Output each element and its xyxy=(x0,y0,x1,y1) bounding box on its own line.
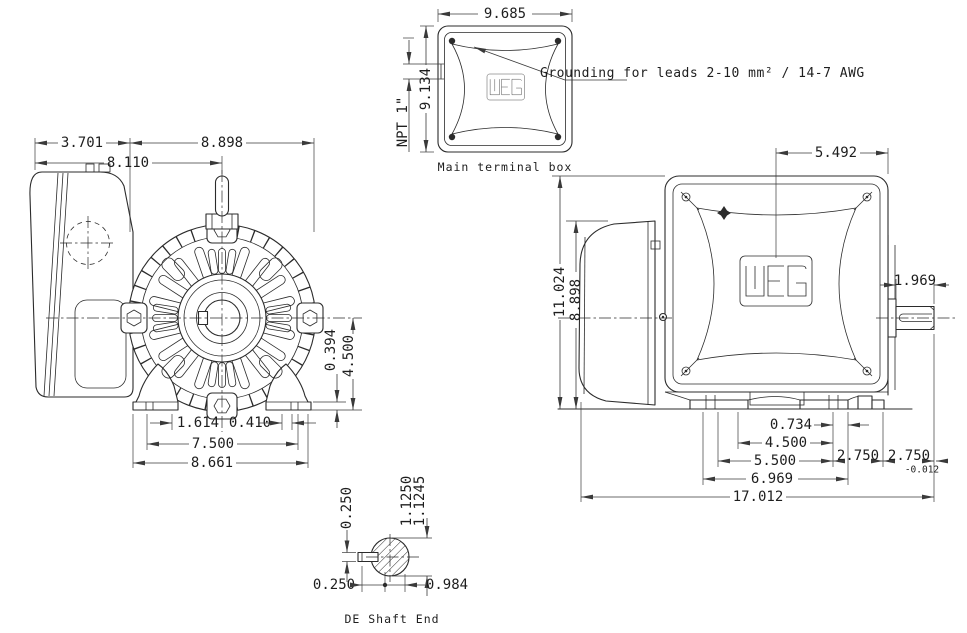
grounding-callout: Grounding for leads 2-10 mm² / 14-7 AWG xyxy=(473,46,865,81)
grounding-note: Grounding for leads 2-10 mm² / 14-7 AWG xyxy=(540,66,865,81)
shaft-detail-caption: DE Shaft End xyxy=(344,612,439,626)
dim-shaft-length: 1.969 xyxy=(894,273,936,289)
side-view-dimensions: 5.492 11.024 8.898 1.969 0.734 4.500 5.5… xyxy=(552,145,949,505)
dim-overall-length: 17.012 xyxy=(733,489,784,505)
dim-center-offset: 8.110 xyxy=(107,155,149,171)
dim-dia-max: 1.1250 xyxy=(399,476,415,527)
dim-body-height: 8.898 xyxy=(568,279,584,321)
dim-foot-span: 7.500 xyxy=(192,436,234,452)
dim-overall-height: 11.024 xyxy=(552,267,568,318)
dim-shaft-height: 4.500 xyxy=(341,335,357,377)
dim-body-width: 8.898 xyxy=(201,135,243,151)
corner-screw-icon xyxy=(554,37,562,45)
cover-pillow-shape xyxy=(451,43,559,135)
dim-foot-2: 0.410 xyxy=(229,415,271,431)
dim-key-offset: 0.250 xyxy=(313,577,355,593)
dim-key-width: 0.250 xyxy=(339,487,355,529)
corner-screw-icon xyxy=(448,37,456,45)
side-feet xyxy=(664,391,888,410)
extension-lines xyxy=(342,537,432,592)
front-feet xyxy=(132,363,312,411)
dim-box-depth: 3.701 xyxy=(61,135,103,151)
dim-2f-b: 2.750 xyxy=(888,448,930,464)
grounding-mark-icon xyxy=(717,206,731,220)
side-view: 5.492 11.024 8.898 1.969 0.734 4.500 5.5… xyxy=(552,145,958,505)
de-endbracket-shaft xyxy=(887,234,935,396)
terminal-box-caption: Main terminal box xyxy=(438,160,573,174)
fan-cover xyxy=(578,220,656,406)
corner-screw-icon xyxy=(554,133,562,141)
dim-conduit-size: NPT 1" xyxy=(395,97,411,148)
side-terminal-box xyxy=(650,175,889,393)
dim-flat: 0.984 xyxy=(426,577,468,593)
drain-fitting xyxy=(857,395,873,410)
dim-foot-spacing: 4.500 xyxy=(765,435,807,451)
terminal-box-top-view: 9.685 9.134 NPT 1" Grounding for leads 2… xyxy=(395,6,865,174)
corner-screw-icon xyxy=(448,133,456,141)
front-view: 3.701 8.898 8.110 0.394 4.500 1.614 0.41… xyxy=(29,135,362,471)
leader-arrow-icon xyxy=(473,46,566,81)
dim-dia-min: 1.1245 xyxy=(412,476,428,527)
dim-foot-overall: 6.969 xyxy=(751,471,793,487)
dim-base-width: 8.661 xyxy=(191,455,233,471)
dim-2f-b-tolerance: -0.012 xyxy=(905,465,939,476)
front-view-dimensions: 3.701 8.898 8.110 0.394 4.500 1.614 0.41… xyxy=(34,135,362,471)
dim-foot-1: 1.614 xyxy=(177,415,219,431)
dim-tbox-offset: 5.492 xyxy=(815,145,857,161)
shaft-end-detail: 0.250 1.1250 1.1245 0.250 0.984 DE Shaft… xyxy=(313,476,468,626)
dim-pad-height: 0.394 xyxy=(323,329,339,371)
dim-foot-1: 0.734 xyxy=(770,417,812,433)
front-terminal-box-profile xyxy=(29,163,134,398)
dim-tbox-width: 9.685 xyxy=(484,6,526,22)
dim-2f-a: 2.750 xyxy=(837,448,879,464)
terminal-box-outline xyxy=(437,25,573,153)
dim-foot-span: 5.500 xyxy=(754,453,796,469)
dim-tbox-height: 9.134 xyxy=(418,68,434,110)
